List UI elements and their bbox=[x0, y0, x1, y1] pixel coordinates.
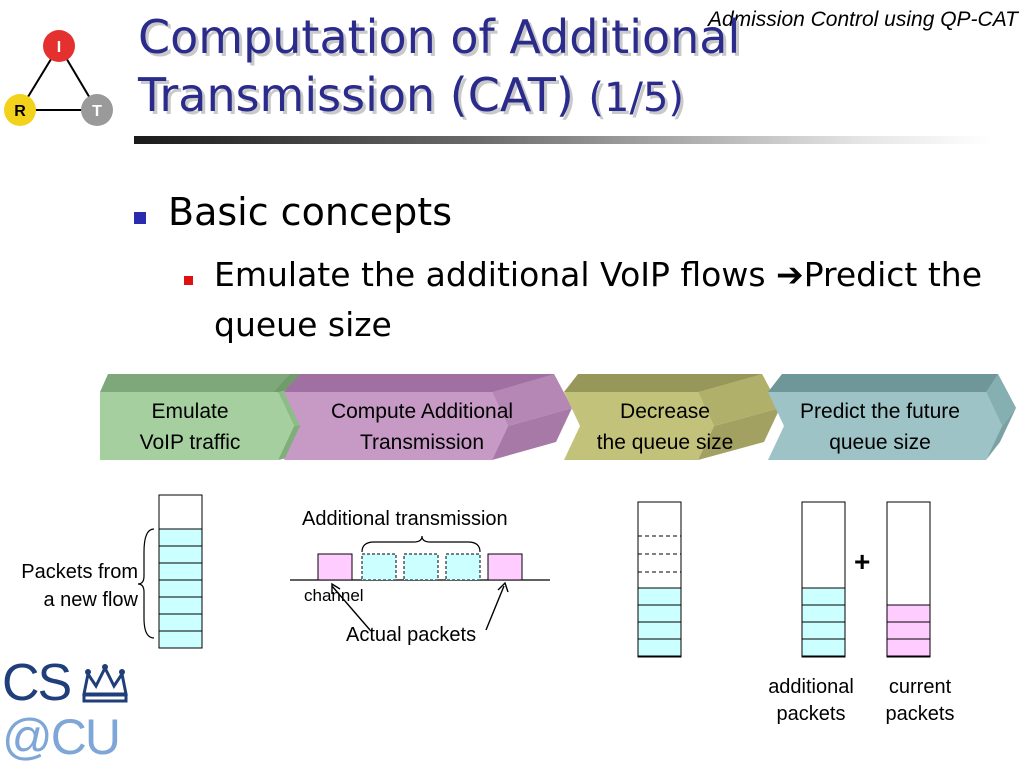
step-2-label: Compute Additional Transmission bbox=[290, 396, 554, 458]
additional-packet bbox=[403, 553, 439, 581]
step-4-line-2: queue size bbox=[829, 431, 931, 454]
bullet-square-icon bbox=[134, 212, 146, 224]
process-step-decrease bbox=[564, 374, 780, 460]
logo-label-r: R bbox=[14, 103, 26, 120]
queue-decreased bbox=[637, 501, 682, 658]
crown-icon bbox=[82, 664, 128, 703]
step-1-line-1: Emulate bbox=[151, 400, 229, 423]
step-3-line-2: the queue size bbox=[596, 431, 734, 454]
title-underline bbox=[134, 136, 994, 144]
logo-node-r bbox=[4, 94, 36, 126]
bullet-level-2-part-b: Predict the queue size bbox=[214, 255, 982, 344]
step-4-label: Predict the future queue size bbox=[772, 396, 988, 458]
step-1-line-2: VoIP traffic bbox=[139, 431, 241, 454]
additional-transmission-brace bbox=[361, 535, 481, 553]
additional-transmission-label: Additional transmission bbox=[302, 508, 508, 530]
title-line-2-text: Transmission (CAT) bbox=[138, 68, 574, 122]
step-3-label: Decrease the queue size bbox=[570, 396, 760, 458]
title-line-2: Transmission (CAT) (1/5) bbox=[138, 66, 740, 127]
irt-logo: I R T bbox=[4, 30, 113, 126]
title-part: (1/5) bbox=[588, 75, 685, 121]
logo-cs-text: CS bbox=[2, 654, 72, 712]
step-3-line-1: Decrease bbox=[620, 400, 710, 423]
title-line-1: Computation of Additional bbox=[138, 10, 741, 64]
bullet-level-2-part-a: Emulate the additional VoIP flows bbox=[214, 255, 777, 294]
logo-label-t: T bbox=[92, 103, 102, 120]
arrow-right-pointer bbox=[485, 585, 505, 631]
packets-from-line-1: Packets from bbox=[21, 561, 138, 583]
step-4-line-1: Predict the future bbox=[800, 400, 960, 423]
bullet-level-1: Basic concepts bbox=[168, 190, 452, 234]
page-title: Computation of Additional Transmission (… bbox=[138, 8, 740, 127]
step-2-line-1: Compute Additional bbox=[330, 400, 514, 423]
additional-packets-line-1: additional bbox=[768, 676, 854, 698]
logo-cu-text: @CU bbox=[2, 709, 121, 765]
step-2-line-2: Transmission bbox=[359, 431, 485, 454]
logo-node-i bbox=[43, 30, 75, 62]
actual-packets-label: Actual packets bbox=[346, 624, 477, 646]
plus-icon: + bbox=[854, 546, 871, 577]
queue-new-flow bbox=[137, 494, 203, 649]
process-step-compute bbox=[284, 374, 572, 460]
arrow-left-pointer bbox=[331, 585, 371, 631]
current-packets-label: current packets bbox=[868, 674, 972, 728]
additional-packet bbox=[361, 553, 397, 581]
logo-label-i: I bbox=[57, 39, 61, 56]
header-note: Admission Control using QP-CAT bbox=[707, 8, 1018, 31]
packets-from-new-flow-label: Packets from a new flow bbox=[6, 558, 138, 614]
queue-prediction bbox=[801, 501, 931, 658]
packets-from-line-2: a new flow bbox=[43, 589, 139, 611]
current-packets-line-2: packets bbox=[885, 703, 955, 725]
process-chevrons bbox=[100, 374, 1016, 460]
bullet-level-2: Emulate the additional VoIP flows ➔Predi… bbox=[214, 250, 1004, 350]
current-packets-line-1: current bbox=[888, 676, 952, 698]
additional-packet bbox=[445, 553, 481, 581]
actual-packet-right bbox=[487, 553, 523, 581]
process-step-predict bbox=[768, 374, 1016, 460]
cs-cu-logo: CS @CU bbox=[2, 656, 132, 764]
additional-packets-line-2: packets bbox=[776, 703, 846, 725]
new-flow-packets bbox=[158, 528, 203, 649]
bullet-square-small-icon bbox=[184, 276, 193, 285]
channel-diagram bbox=[290, 535, 550, 631]
logo-node-t bbox=[81, 94, 113, 126]
arrow-right-icon: ➔ bbox=[776, 255, 804, 294]
channel-label: channel bbox=[304, 586, 364, 605]
step-1-label: Emulate VoIP traffic bbox=[100, 396, 280, 458]
additional-packets-label: additional packets bbox=[758, 674, 864, 728]
actual-packet-left bbox=[317, 553, 353, 581]
new-flow-brace bbox=[137, 528, 155, 639]
